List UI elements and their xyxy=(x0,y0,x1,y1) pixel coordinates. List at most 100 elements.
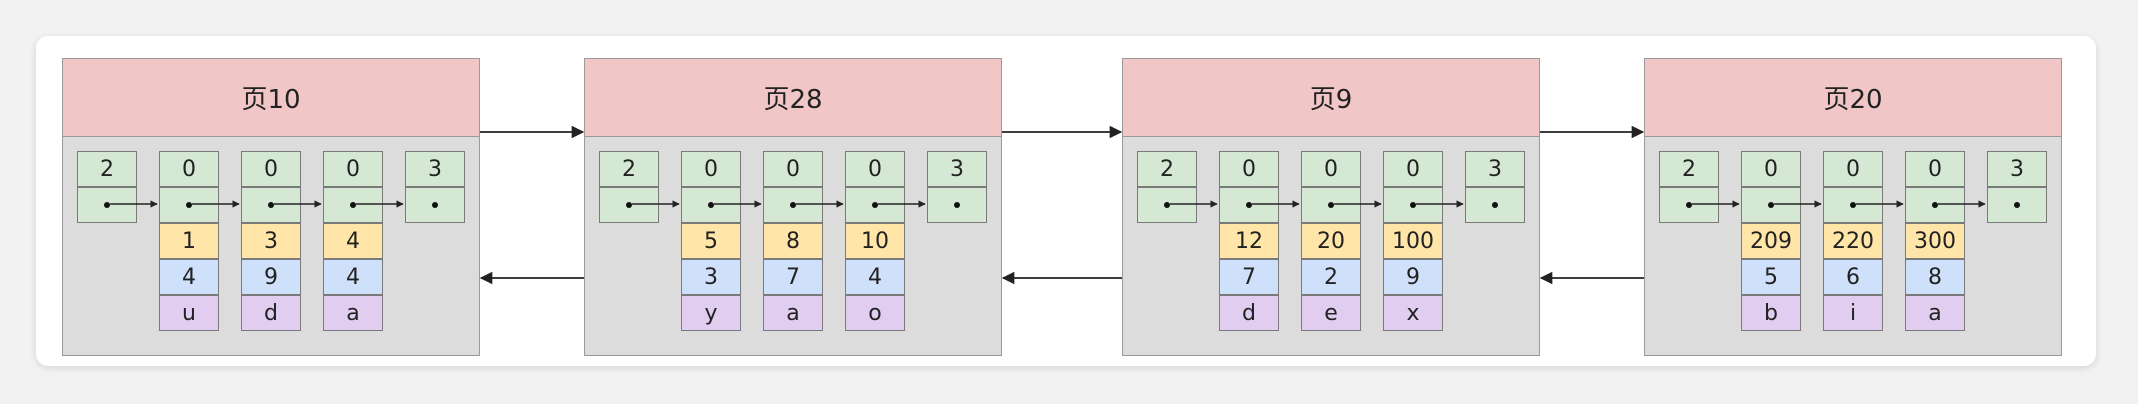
pointer-dot-icon xyxy=(186,202,192,208)
next-pointer-cell xyxy=(681,187,741,223)
pointer-dot-icon xyxy=(432,202,438,208)
pointer-dot-icon xyxy=(1492,202,1498,208)
next-pointer-cell xyxy=(599,187,659,223)
value-cell: 5 xyxy=(1741,259,1801,295)
next-pointer-cell xyxy=(1383,187,1443,223)
text-cell: e xyxy=(1301,295,1361,331)
text-cell: o xyxy=(845,295,905,331)
pointer-dot-icon xyxy=(350,202,356,208)
record-header-cell: 0 xyxy=(159,151,219,187)
next-pointer-cell xyxy=(1219,187,1279,223)
value-cell: 2 xyxy=(1301,259,1361,295)
key-cell: 4 xyxy=(323,223,383,259)
next-pointer-cell xyxy=(77,187,137,223)
text-cell: a xyxy=(763,295,823,331)
next-pointer-cell xyxy=(1659,187,1719,223)
next-pointer-cell xyxy=(323,187,383,223)
text-cell: u xyxy=(159,295,219,331)
pointer-dot-icon xyxy=(1164,202,1170,208)
record-header-cell: 0 xyxy=(845,151,905,187)
pointer-dot-icon xyxy=(1410,202,1416,208)
record-header-cell: 3 xyxy=(927,151,987,187)
record-header-cell: 0 xyxy=(681,151,741,187)
record-header-cell: 0 xyxy=(1741,151,1801,187)
pointer-dot-icon xyxy=(1850,202,1856,208)
value-cell: 8 xyxy=(1905,259,1965,295)
next-pointer-cell xyxy=(845,187,905,223)
pointer-dot-icon xyxy=(954,202,960,208)
pointer-dot-icon xyxy=(1768,202,1774,208)
next-pointer-cell xyxy=(159,187,219,223)
pointer-dot-icon xyxy=(708,202,714,208)
pointer-dot-icon xyxy=(1932,202,1938,208)
record-header-cell: 2 xyxy=(77,151,137,187)
next-pointer-cell xyxy=(1905,187,1965,223)
text-cell: a xyxy=(1905,295,1965,331)
record-header-cell: 0 xyxy=(1905,151,1965,187)
key-cell: 20 xyxy=(1301,223,1361,259)
key-cell: 8 xyxy=(763,223,823,259)
next-pointer-cell xyxy=(405,187,465,223)
next-pointer-cell xyxy=(241,187,301,223)
record-header-cell: 3 xyxy=(405,151,465,187)
key-cell: 300 xyxy=(1905,223,1965,259)
next-pointer-cell xyxy=(1823,187,1883,223)
value-cell: 4 xyxy=(159,259,219,295)
pointer-dot-icon xyxy=(872,202,878,208)
key-cell: 5 xyxy=(681,223,741,259)
value-cell: 7 xyxy=(763,259,823,295)
record-header-cell: 0 xyxy=(1383,151,1443,187)
text-cell: i xyxy=(1823,295,1883,331)
pointer-dot-icon xyxy=(268,202,274,208)
record-header-cell: 0 xyxy=(241,151,301,187)
pointer-dot-icon xyxy=(2014,202,2020,208)
text-cell: d xyxy=(241,295,301,331)
page-title: 页9 xyxy=(1123,59,1539,137)
value-cell: 4 xyxy=(845,259,905,295)
record-header-cell: 0 xyxy=(1219,151,1279,187)
value-cell: 6 xyxy=(1823,259,1883,295)
next-pointer-cell xyxy=(763,187,823,223)
page-title: 页28 xyxy=(585,59,1001,137)
pointer-dot-icon xyxy=(1328,202,1334,208)
record-header-cell: 3 xyxy=(1465,151,1525,187)
next-pointer-cell xyxy=(1987,187,2047,223)
next-pointer-cell xyxy=(1741,187,1801,223)
page-title: 页10 xyxy=(63,59,479,137)
record-header-cell: 0 xyxy=(763,151,823,187)
text-cell: a xyxy=(323,295,383,331)
pointer-dot-icon xyxy=(104,202,110,208)
next-pointer-cell xyxy=(1465,187,1525,223)
text-cell: x xyxy=(1383,295,1443,331)
text-cell: y xyxy=(681,295,741,331)
pointer-dot-icon xyxy=(1686,202,1692,208)
value-cell: 3 xyxy=(681,259,741,295)
record-header-cell: 0 xyxy=(323,151,383,187)
record-header-cell: 2 xyxy=(1137,151,1197,187)
record-header-cell: 0 xyxy=(1301,151,1361,187)
record-header-cell: 2 xyxy=(1659,151,1719,187)
page-title: 页20 xyxy=(1645,59,2061,137)
pointer-dot-icon xyxy=(626,202,632,208)
key-cell: 1 xyxy=(159,223,219,259)
text-cell: d xyxy=(1219,295,1279,331)
key-cell: 3 xyxy=(241,223,301,259)
value-cell: 9 xyxy=(1383,259,1443,295)
next-pointer-cell xyxy=(1137,187,1197,223)
value-cell: 7 xyxy=(1219,259,1279,295)
key-cell: 220 xyxy=(1823,223,1883,259)
value-cell: 4 xyxy=(323,259,383,295)
key-cell: 10 xyxy=(845,223,905,259)
pointer-dot-icon xyxy=(790,202,796,208)
pointer-dot-icon xyxy=(1246,202,1252,208)
key-cell: 100 xyxy=(1383,223,1443,259)
key-cell: 12 xyxy=(1219,223,1279,259)
next-pointer-cell xyxy=(1301,187,1361,223)
record-header-cell: 0 xyxy=(1823,151,1883,187)
key-cell: 209 xyxy=(1741,223,1801,259)
